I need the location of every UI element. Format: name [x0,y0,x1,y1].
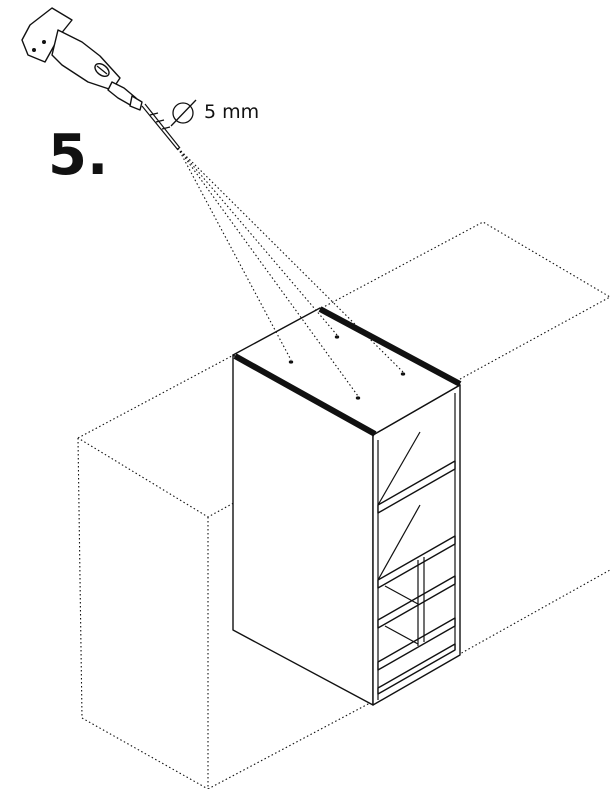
worktop-outline [77,221,610,790]
shelf-2 [377,535,456,589]
shelf-4 [377,617,456,671]
drill-bit-diameter-label: 5 mm [204,101,260,123]
drill-hole [400,372,406,376]
drill-hole [288,360,294,364]
drill-hole [355,396,361,400]
back-rail [318,306,462,387]
shelf-3 [377,575,456,629]
drill-holes [288,335,406,400]
power-drill-icon [21,7,181,151]
step-number: 5. [48,123,109,188]
drill-guide-lines [177,147,404,397]
drill-hole [334,335,340,339]
shelf-1 [377,460,456,514]
plinth [377,643,456,695]
front-rail [233,353,377,437]
top-rails [233,306,462,437]
diameter-symbol-icon [170,99,197,127]
